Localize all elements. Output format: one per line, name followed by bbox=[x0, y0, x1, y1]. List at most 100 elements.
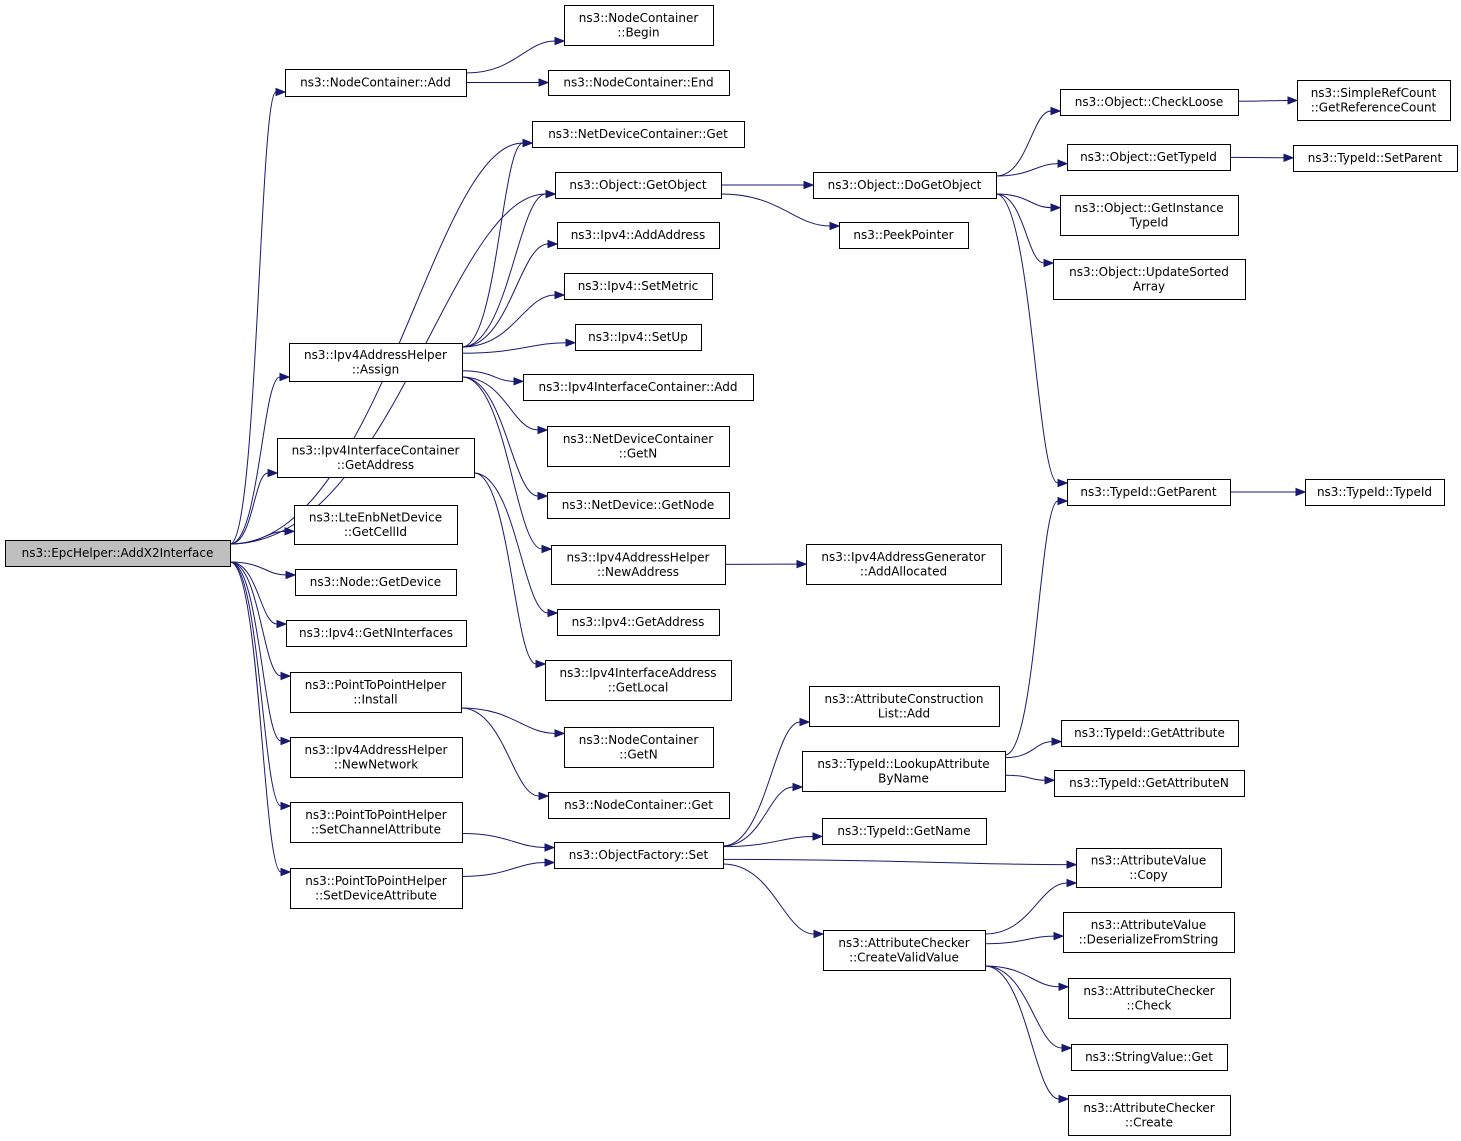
node-ipv4ic-add[interactable]: ns3::Ipv4InterfaceContainer::Add bbox=[523, 374, 754, 401]
node-nc-getn[interactable]: ns3::NodeContainer::GetN bbox=[564, 727, 714, 768]
node-nc-add[interactable]: ns3::NodeContainer::Add bbox=[285, 69, 467, 97]
edge-ipv4ic_getaddress-to-ipv4_getaddress bbox=[473, 472, 559, 618]
node-ipv4-getaddress[interactable]: ns3::Ipv4::GetAddress bbox=[557, 609, 720, 636]
arrowhead bbox=[538, 791, 550, 801]
node-label: ::GetReferenceCount bbox=[1311, 100, 1437, 114]
node-nd-getnode[interactable]: ns3::NetDevice::GetNode bbox=[547, 492, 730, 519]
edge-of_set-to-ac_createvalid bbox=[722, 863, 825, 939]
edge-line bbox=[461, 342, 567, 354]
edge-line bbox=[995, 110, 1052, 177]
node-of-set[interactable]: ns3::ObjectFactory::Set bbox=[554, 842, 724, 869]
edge-line bbox=[229, 530, 286, 545]
node-ipv4-setup[interactable]: ns3::Ipv4::SetUp bbox=[575, 324, 702, 351]
node-sv-get[interactable]: ns3::StringValue::Get bbox=[1071, 1044, 1228, 1071]
node-label: ns3::AttributeChecker bbox=[1083, 1101, 1214, 1115]
node-label: ns3::Object::DoGetObject bbox=[828, 178, 982, 192]
node-label: ::NewNetwork bbox=[334, 757, 418, 771]
node-label: ns3::ObjectFactory::Set bbox=[569, 848, 709, 862]
node-node-getdevice[interactable]: ns3::Node::GetDevice bbox=[295, 569, 457, 596]
node-ipv4ic-getaddress[interactable]: ns3::Ipv4InterfaceContainer::GetAddress bbox=[277, 438, 475, 478]
node-obj-getobject[interactable]: ns3::Object::GetObject bbox=[555, 172, 722, 199]
node-p2p-setdeviceattr[interactable]: ns3::PointToPointHelper::SetDeviceAttrib… bbox=[290, 868, 463, 909]
node-av-deserialize[interactable]: ns3::AttributeValue::DeserializeFromStri… bbox=[1063, 912, 1235, 953]
node-ac-createvalid[interactable]: ns3::AttributeChecker::CreateValidValue bbox=[823, 930, 986, 971]
node-ipv4-setmetric[interactable]: ns3::Ipv4::SetMetric bbox=[564, 273, 713, 300]
arrowhead bbox=[1057, 159, 1069, 168]
node-box bbox=[523, 374, 754, 401]
node-box bbox=[813, 172, 997, 199]
node-label: ns3::Object::UpdateSorted bbox=[1069, 265, 1229, 279]
node-peekpointer[interactable]: ns3::PeekPointer bbox=[839, 222, 969, 249]
node-ipv4ah-newaddress[interactable]: ns3::Ipv4AddressHelper::NewAddress bbox=[551, 545, 726, 585]
node-obj-dogetobject[interactable]: ns3::Object::DoGetObject bbox=[813, 172, 997, 199]
arrowhead bbox=[1053, 931, 1065, 941]
node-ndc-get[interactable]: ns3::NetDeviceContainer::Get bbox=[532, 121, 745, 148]
node-src-getrefcount[interactable]: ns3::SimpleRefCount::GetReferenceCount bbox=[1297, 80, 1451, 121]
arrowhead bbox=[812, 832, 824, 841]
node-label: ns3::Ipv4InterfaceContainer bbox=[292, 443, 460, 457]
node-tid-getattribute[interactable]: ns3::TypeId::GetAttribute bbox=[1061, 720, 1239, 747]
node-nc-end[interactable]: ns3::NodeContainer::End bbox=[548, 70, 730, 96]
node-label: ns3::TypeId::GetName bbox=[837, 824, 970, 838]
node-p2p-install[interactable]: ns3::PointToPointHelper::Install bbox=[290, 672, 462, 713]
edge-ipv4ah_assign-to-obj_getobject bbox=[461, 189, 557, 348]
node-label: ns3::TypeId::SetParent bbox=[1308, 151, 1443, 165]
node-label: ::GetN bbox=[619, 747, 657, 761]
node-ipv4-getninterfaces[interactable]: ns3::Ipv4::GetNInterfaces bbox=[286, 620, 467, 647]
node-nc-begin[interactable]: ns3::NodeContainer::Begin bbox=[564, 5, 714, 46]
arrowhead bbox=[565, 338, 577, 347]
node-box bbox=[295, 569, 457, 596]
node-av-copy[interactable]: ns3::AttributeValue::Copy bbox=[1076, 848, 1222, 888]
arrowhead bbox=[544, 858, 556, 867]
node-box bbox=[1076, 848, 1222, 888]
edge-obj_getobject-to-obj_dogetobject bbox=[720, 180, 815, 190]
node-ac-check[interactable]: ns3::AttributeChecker::Check bbox=[1068, 978, 1231, 1019]
node-box bbox=[1071, 1044, 1228, 1071]
node-ac-create[interactable]: ns3::AttributeChecker::Create bbox=[1068, 1095, 1231, 1136]
node-tid-getattributen[interactable]: ns3::TypeId::GetAttributeN bbox=[1054, 770, 1245, 797]
arrowhead bbox=[1051, 737, 1063, 746]
edge-of_set-to-acl_add bbox=[722, 717, 811, 847]
edge-p2p_install-to-nc_getn bbox=[460, 707, 566, 738]
node-box bbox=[289, 343, 463, 382]
edge-obj_dogetobject-to-obj_getinstancetypeid bbox=[995, 193, 1062, 212]
node-label: ns3::Ipv4InterfaceContainer::Add bbox=[539, 380, 738, 394]
node-label: ns3::NetDeviceContainer::Get bbox=[548, 127, 728, 141]
node-box bbox=[823, 930, 986, 971]
node-tid-getname[interactable]: ns3::TypeId::GetName bbox=[822, 818, 987, 845]
node-ipv4-addaddress[interactable]: ns3::Ipv4::AddAddress bbox=[557, 222, 720, 249]
node-box bbox=[1067, 144, 1231, 171]
node-ipv4ah-newnetwork[interactable]: ns3::Ipv4AddressHelper::NewNetwork bbox=[290, 737, 463, 778]
node-label: ::Copy bbox=[1129, 868, 1168, 882]
arrowhead bbox=[1050, 106, 1062, 116]
arrowhead bbox=[1043, 258, 1055, 268]
edge-line bbox=[461, 862, 546, 877]
node-tid-typeid[interactable]: ns3::TypeId::TypeId bbox=[1305, 479, 1445, 506]
edge-obj_dogetobject-to-obj_checkloose bbox=[995, 106, 1062, 177]
node-p2p-setchannelattr[interactable]: ns3::PointToPointHelper::SetChannelAttri… bbox=[290, 802, 463, 843]
node-ipv4ia-getlocal[interactable]: ns3::Ipv4InterfaceAddress::GetLocal bbox=[545, 660, 732, 701]
node-ipv4ah-assign[interactable]: ns3::Ipv4AddressHelper::Assign bbox=[289, 343, 463, 382]
node-label: ns3::TypeId::GetAttributeN bbox=[1069, 776, 1229, 790]
node-obj-gettypeid[interactable]: ns3::Object::GetTypeId bbox=[1067, 144, 1231, 171]
edge-root-to-nc_add bbox=[229, 87, 287, 545]
node-label: ByName bbox=[878, 771, 929, 785]
node-lte-getcellid[interactable]: ns3::LteEnbNetDevice::GetCellId bbox=[294, 505, 458, 545]
node-tid-setparent[interactable]: ns3::TypeId::SetParent bbox=[1293, 145, 1458, 172]
arrowhead bbox=[537, 425, 549, 435]
node-ndc-getn[interactable]: ns3::NetDeviceContainer::GetN bbox=[547, 426, 730, 467]
arrowhead bbox=[813, 929, 825, 939]
node-label: ns3::Ipv4::SetMetric bbox=[578, 279, 699, 293]
arrowhead bbox=[829, 221, 841, 231]
node-tid-getparent[interactable]: ns3::TypeId::GetParent bbox=[1067, 479, 1231, 506]
edge-of_set-to-tid_getname bbox=[722, 832, 824, 848]
node-obj-checkloose[interactable]: ns3::Object::CheckLoose bbox=[1060, 89, 1239, 116]
node-label: ns3::Object::GetObject bbox=[569, 178, 707, 192]
edge-root-to-ipv4ah_newnetwork bbox=[229, 561, 292, 746]
node-ipv4ag-addallocated[interactable]: ns3::Ipv4AddressGenerator::AddAllocated bbox=[806, 544, 1002, 585]
node-nc-get[interactable]: ns3::NodeContainer::Get bbox=[548, 792, 730, 819]
